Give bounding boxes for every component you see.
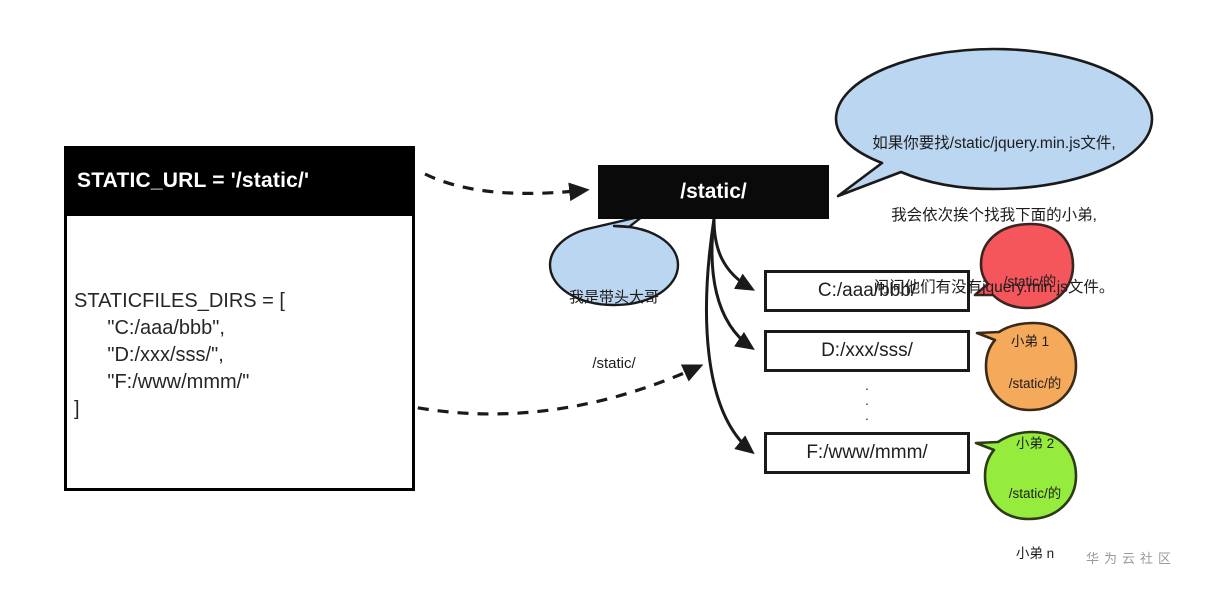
main-speech-bubble: [834, 47, 1154, 198]
minion-bubble-line-1: /static/的: [1008, 376, 1062, 391]
static-node-label: /static/: [680, 180, 747, 203]
minion-bubble-text: /static/的 小弟 1: [983, 232, 1077, 392]
minion-bubble-2: [975, 321, 1078, 412]
minion-bubble-3: [974, 430, 1078, 521]
watermark: 华为云社区: [1086, 551, 1177, 566]
minion-bubble-line-2: 小弟 1: [1010, 334, 1050, 349]
vertical-ellipsis: . . .: [855, 378, 879, 426]
connector-static-to-path-2: [710, 218, 755, 350]
path-box: C:/aaa/bbb/: [764, 270, 970, 312]
path-box-label: F:/www/mmm/: [806, 442, 928, 463]
minion-bubble-line-1: /static/的: [1003, 274, 1057, 289]
path-box-label: C:/aaa/bbb/: [817, 280, 917, 301]
minion-bubble-line-2: 小弟 n: [1015, 546, 1055, 561]
settings-panel-header: STATIC_URL = '/static/': [64, 146, 415, 216]
minion-bubble-1: [973, 222, 1075, 310]
staticfiles-dirs-code: STATICFILES_DIRS = [ "C:/aaa/bbb", "D:/x…: [74, 290, 285, 420]
ellipsis-dot: .: [865, 407, 869, 423]
minion-bubble-line-2: 小弟 2: [1015, 436, 1055, 451]
boss-bubble-line-2: /static/: [592, 355, 636, 372]
connector-static-to-path-1: [712, 218, 756, 291]
connector-static-to-path-3: [705, 218, 755, 455]
ellipsis-dot: .: [865, 377, 869, 393]
arrow-static-url-to-static-node: [424, 172, 590, 202]
boss-bubble-text: 我是带头大哥 /static/: [556, 243, 672, 419]
main-bubble-line-2: 我会依次挨个找我下面的小弟,: [891, 207, 1097, 224]
path-box-label: D:/xxx/sss/: [821, 340, 913, 361]
path-box: F:/www/mmm/: [764, 432, 970, 474]
boss-speech-bubble: [548, 214, 680, 307]
main-bubble-line-1: 如果你要找/static/jquery.min.js文件,: [872, 135, 1116, 152]
boss-bubble-line-1: 我是带头大哥: [568, 289, 659, 306]
static-node: /static/: [598, 165, 829, 219]
minion-bubble-text: /static/的 小弟 2: [988, 334, 1082, 494]
minion-bubble-line-1: /static/的: [1008, 486, 1062, 501]
path-box: D:/xxx/sss/: [764, 330, 970, 372]
ellipsis-dot: .: [865, 392, 869, 408]
static-url-setting-text: STATIC_URL = '/static/': [77, 169, 310, 192]
minion-bubble-text: /static/的 小弟 n: [988, 444, 1082, 590]
